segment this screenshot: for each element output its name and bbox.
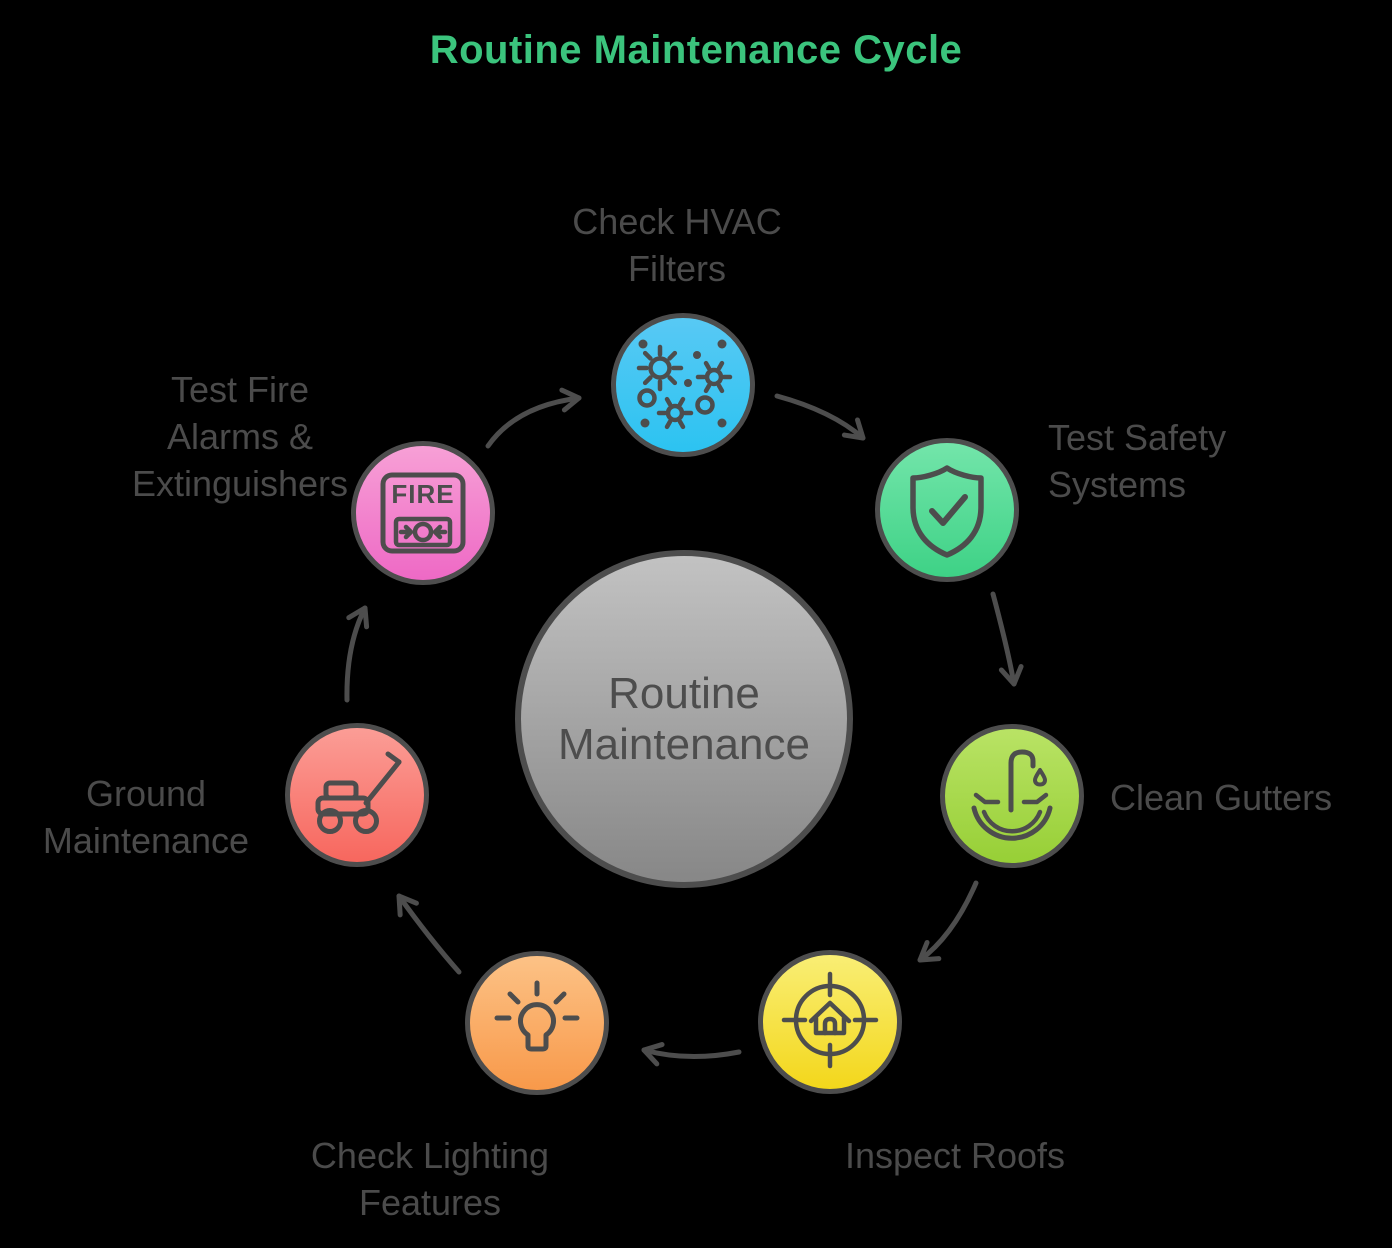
arrow-gutters-to-roofs [917,880,979,963]
center-hub-label: Routine Maintenance [558,668,810,769]
node-clean-gutters [940,724,1084,868]
node-inspect-roofs [758,950,902,1094]
house-target-icon [781,971,879,1069]
label-test-safety-systems: Test Safety Systems [1048,417,1227,505]
arrow-safety-to-gutters [990,591,1024,687]
node-test-safety-systems [875,438,1019,582]
label-ground-maintenance: Ground Maintenance [42,773,250,861]
label-clean-gutters: Clean Gutters [1110,777,1333,818]
center-hub: Routine Maintenance [515,550,853,888]
arrow-hvac-to-safety [774,393,866,441]
arrow-roofs-to-lighting [641,1042,742,1067]
fire-alarm-icon: FIRE [380,472,466,554]
label-check-lighting-features: Check Lighting Features [310,1135,550,1223]
arrow-ground-to-fire [344,605,370,703]
lawnmower-icon [315,751,402,834]
label-test-fire-alarms: Test Fire Alarms & Extinguishers [131,369,349,504]
node-ground-maintenance [285,723,429,867]
allergens-icon [636,339,733,430]
node-test-fire-alarms: FIRE [351,441,495,585]
diagram-title: Routine Maintenance Cycle [429,28,963,72]
shield-check-icon [910,465,984,558]
node-check-lighting-features [465,951,609,1095]
fire-alarm-icon-text: FIRE [391,479,454,509]
arrow-fire-to-hvac [485,387,582,449]
node-check-hvac-filters [611,313,755,457]
label-check-hvac-filters: Check HVAC Filters [572,201,782,289]
lightbulb-icon [494,980,580,1052]
label-inspect-roofs: Inspect Roofs [844,1135,1066,1176]
gutter-drain-icon [971,749,1053,841]
arrow-lighting-to-ground [396,893,462,975]
